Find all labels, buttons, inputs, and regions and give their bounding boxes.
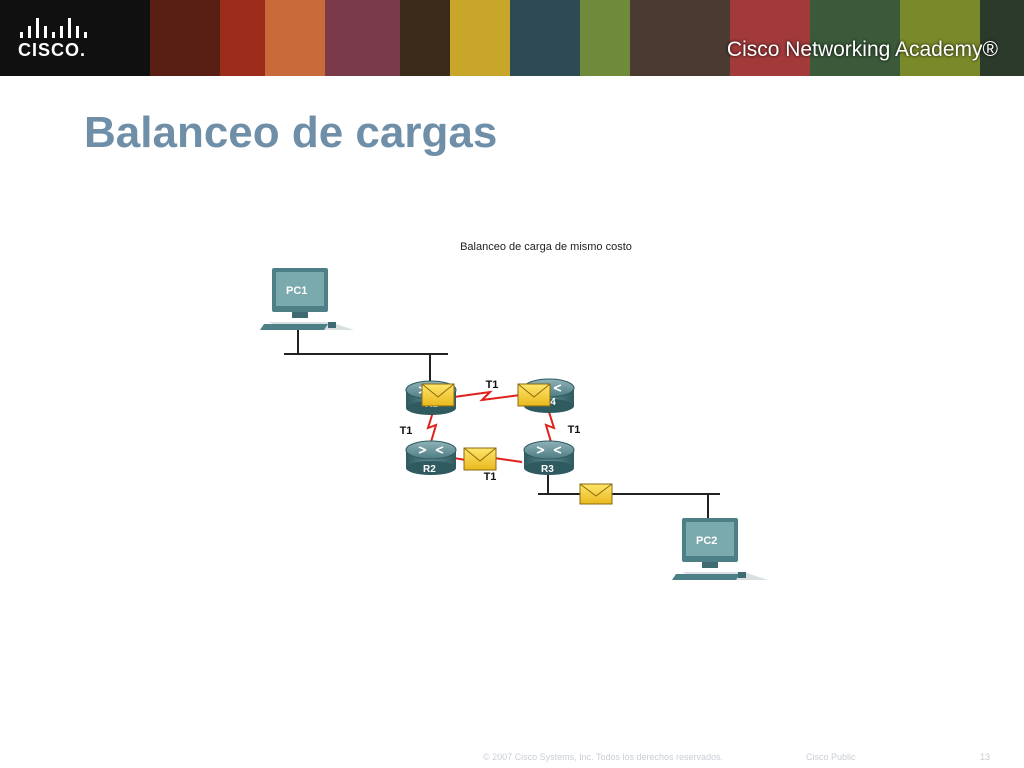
- footer-page-number: 13: [980, 752, 991, 762]
- footer-classification: Cisco Public: [806, 752, 856, 762]
- banner-photo-strip: [220, 0, 265, 76]
- banner-photo-strip: [810, 0, 900, 76]
- router-r3: R3: [523, 440, 575, 475]
- banner-photo-strip: [450, 0, 510, 76]
- banner-photo-strip: [510, 0, 580, 76]
- network-diagram: Balanceo de carga de mismo costo T1 T1 T…: [260, 241, 768, 580]
- cisco-logo-text: CISCO.: [18, 40, 87, 60]
- router-r3-label: R3: [541, 464, 554, 475]
- pc2-label: PC2: [696, 535, 717, 547]
- pc1-computer: PC1: [260, 268, 354, 330]
- packet-envelope-icon: [517, 383, 551, 407]
- banner-photo-strip: [630, 0, 730, 76]
- cisco-logo: CISCO.: [18, 14, 94, 62]
- banner-photo-strip: [900, 0, 980, 76]
- packet-envelope-icon: [579, 483, 613, 505]
- cisco-bridge-icon: [20, 18, 92, 38]
- page-title: Balanceo de cargas: [84, 108, 498, 157]
- footer-copyright: © 2007 Cisco Systems, Inc. Todos los der…: [483, 752, 724, 762]
- banner-photo-strip: [580, 0, 630, 76]
- pc1-label: PC1: [286, 285, 307, 297]
- banner-photo-strip: [325, 0, 400, 76]
- link-label-r1-r4: T1: [486, 379, 499, 391]
- banner-photo-strip: [730, 0, 810, 76]
- header-banner: CISCO. Cisco Networking Academy®: [0, 0, 1024, 76]
- banner-photo-strip: [265, 0, 325, 76]
- banner-photo-strip: [150, 0, 220, 76]
- packet-envelope-icon: [421, 383, 455, 407]
- link-label-r4-r3: T1: [568, 424, 581, 436]
- link-label-r1-r2: T1: [400, 425, 413, 437]
- router-r2-label: R2: [423, 464, 436, 475]
- diagram-title: Balanceo de carga de mismo costo: [460, 241, 632, 253]
- pc2-computer: PC2: [672, 518, 768, 580]
- banner-photo-strip: [980, 0, 1024, 76]
- packet-envelope-icon: [463, 447, 497, 471]
- link-label-r2-r3: T1: [484, 471, 497, 483]
- serial-link-r4-r3: [544, 411, 556, 443]
- academy-name: Cisco Networking Academy®: [726, 38, 998, 61]
- serial-link-r1-r4: [453, 390, 521, 402]
- serial-link-r1-r2: [426, 411, 438, 443]
- router-r2: R2: [405, 440, 457, 475]
- banner-photo-strip: [400, 0, 450, 76]
